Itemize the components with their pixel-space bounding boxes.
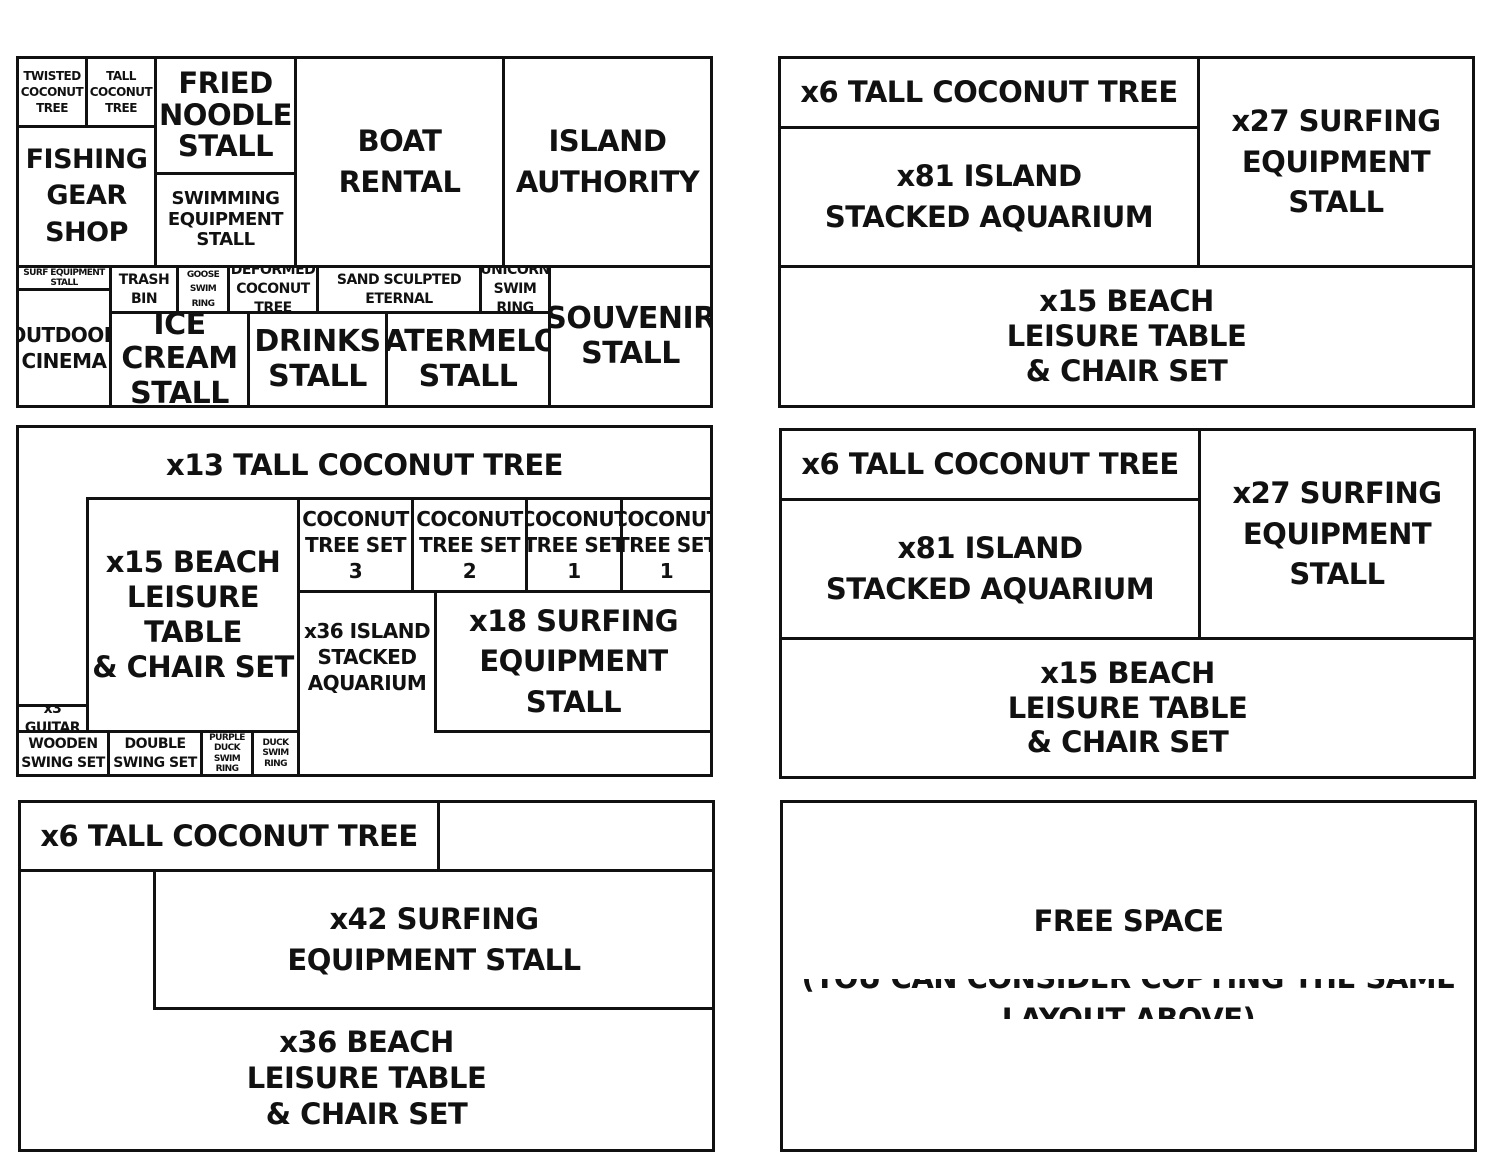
coconut-tree-set-3: COCONUT TREE SET 3: [297, 497, 414, 593]
fried-noodle-stall: FRIED NOODLE STALL: [154, 56, 297, 175]
drinks-stall: DRINKS STALL: [247, 311, 388, 408]
free-space-note: (YOU CAN CONSIDER COPYING THE SAME LAYOU…: [802, 979, 1456, 1019]
coconut-tree-set-1a: COCONUT TREE SET 1: [525, 497, 623, 593]
free-space-panel: FREE SPACE (YOU CAN CONSIDER COPYING THE…: [780, 800, 1477, 1152]
purple-duck-swim-ring: PURPLE DUCK SWIM RING: [200, 730, 254, 777]
beach-leisure-set-x15-c: x15 BEACH LEISURE TABLE & CHAIR SET: [779, 637, 1476, 779]
surfing-equipment-stall-x42: x42 SURFING EQUIPMENT STALL: [153, 869, 715, 1010]
deformed-coconut-tree: DEFORMED COCONUT TREE: [227, 265, 319, 314]
trash-bin: TRASH BIN: [109, 265, 179, 314]
island-authority: ISLAND AUTHORITY: [502, 56, 713, 268]
boat-rental: BOAT RENTAL: [294, 56, 505, 268]
tall-coconut-tree: TALL COCONUT TREE: [85, 56, 157, 128]
duck-swim-ring: DUCK SWIM RING: [251, 730, 300, 777]
beach-leisure-set-x36: x36 BEACH LEISURE TABLE & CHAIR SET: [18, 1007, 715, 1152]
layout-panel-1: [16, 56, 713, 408]
island-stacked-aquarium-x81: x81 ISLAND STACKED AQUARIUM: [778, 126, 1200, 268]
surfing-equipment-stall-x18: x18 SURFING EQUIPMENT STALL: [434, 590, 713, 733]
beach-leisure-set-x15: x15 BEACH LEISURE TABLE & CHAIR SET: [778, 265, 1475, 408]
unicorn-swim-ring: UNICORN SWIM RING: [479, 265, 551, 314]
ice-cream-stall: ICE CREAM STALL: [109, 311, 250, 408]
sand-sculpted-eternal: SAND SCULPTED ETERNAL: [316, 265, 482, 314]
tall-coconut-tree-x6-b: x6 TALL COCONUT TREE: [779, 428, 1201, 501]
beach-leisure-set-x15-b: x15 BEACH LEISURE TABLE & CHAIR SET: [86, 497, 300, 733]
surfing-equipment-stall-x27-b: x27 SURFING EQUIPMENT STALL: [1198, 428, 1476, 640]
tall-coconut-tree-x6: x6 TALL COCONUT TREE: [778, 56, 1200, 129]
goose-swim-ring: GOOSE SWIM RING: [176, 265, 230, 314]
swimming-equipment-stall: SWIMMING EQUIPMENT STALL: [154, 172, 297, 268]
guitar-x3: x3 GUITAR: [16, 704, 89, 733]
outdoor-cinema: OUTDOOR CINEMA: [16, 288, 112, 408]
wooden-swing-set: WOODEN SWING SET: [16, 730, 110, 777]
tall-coconut-tree-x13: x13 TALL COCONUT TREE: [16, 425, 713, 503]
free-space-label: FREE SPACE: [1033, 903, 1224, 938]
coconut-tree-set-1b: COCONUT TREE SET 1: [620, 497, 713, 593]
tall-coconut-tree-x6-c: x6 TALL COCONUT TREE: [18, 800, 440, 872]
island-stacked-aquarium-x36: x36 ISLAND STACKED AQUARIUM: [303, 619, 431, 695]
fishing-gear-shop: FISHING GEAR SHOP: [16, 125, 157, 268]
island-stacked-aquarium-x81-b: x81 ISLAND STACKED AQUARIUM: [779, 498, 1201, 640]
coconut-tree-set-2: COCONUT TREE SET 2: [411, 497, 528, 593]
layout-panel-4: [779, 428, 1476, 779]
souvenir-stall: SOUVENIR STALL: [548, 265, 713, 408]
surfing-equipment-stall-x27: x27 SURFING EQUIPMENT STALL: [1197, 56, 1475, 268]
twisted-coconut-tree: TWISTED COCONUT TREE: [16, 56, 88, 128]
layout-panel-3: [16, 425, 713, 777]
watermelon-stall: WATERMELON STALL: [385, 311, 551, 408]
double-swing-set: DOUBLE SWING SET: [107, 730, 203, 777]
